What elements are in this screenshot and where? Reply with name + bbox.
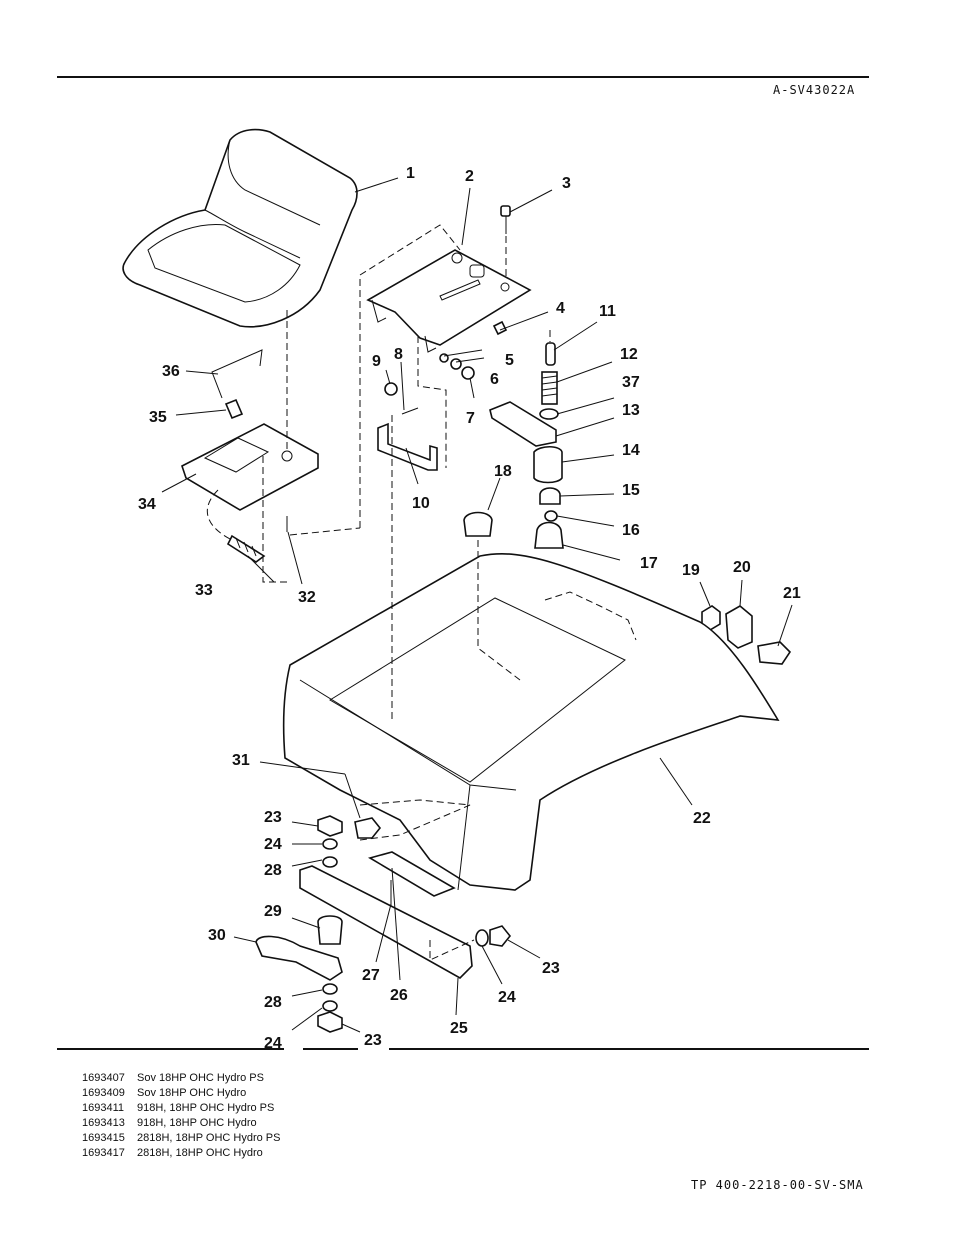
callout-5: 5	[505, 352, 514, 369]
model-row: 1693411 918H, 18HP OHC Hydro PS	[82, 1101, 280, 1116]
model-part-number: 1693413	[82, 1117, 125, 1129]
callout-33: 33	[195, 582, 213, 599]
document-code: TP 400-2218-00-SV-SMA	[691, 1178, 864, 1192]
callout-4: 4	[556, 300, 565, 317]
model-description: 2818H, 18HP OHC Hydro PS	[137, 1132, 281, 1144]
callout-6: 6	[490, 371, 499, 388]
callout-12: 12	[620, 346, 638, 363]
callout-23-b: 23	[542, 960, 560, 977]
callout-11: 11	[599, 303, 616, 320]
bracket-part	[377, 422, 438, 471]
figure-code: A-SV43022A	[773, 83, 856, 97]
callout-24-c: 24	[264, 1035, 282, 1052]
callout-35: 35	[149, 409, 167, 426]
callout-21: 21	[783, 585, 801, 602]
fender-part	[282, 553, 780, 891]
callout-28-b: 28	[264, 994, 282, 1011]
callout-22: 22	[693, 810, 711, 827]
bolt-part	[500, 205, 511, 234]
model-description: 2818H, 18HP OHC Hydro	[137, 1147, 263, 1159]
callout-26: 26	[390, 987, 408, 1004]
callout-7: 7	[466, 410, 475, 427]
callout-16: 16	[622, 522, 640, 539]
suspension-assembly-parts	[181, 349, 319, 563]
model-description: Sov 18HP OHC Hydro	[137, 1087, 247, 1099]
model-description: 918H, 18HP OHC Hydro	[137, 1117, 257, 1129]
callout-36: 36	[162, 363, 180, 380]
callout-34: 34	[138, 496, 156, 513]
bumper-part	[463, 511, 493, 537]
callout-23-c: 23	[364, 1032, 382, 1049]
callout-28-a: 28	[264, 862, 282, 879]
callout-30: 30	[208, 927, 226, 944]
callout-8: 8	[394, 346, 403, 363]
model-list: 1693407 Sov 18HP OHC Hydro PS 1693409 Sov …	[82, 1071, 280, 1161]
model-description: Sov 18HP OHC Hydro PS	[137, 1072, 264, 1084]
model-part-number: 1693407	[82, 1072, 125, 1084]
callout-2: 2	[465, 168, 474, 185]
model-row: 1693417 2818H, 18HP OHC Hydro	[82, 1146, 280, 1161]
callout-18: 18	[494, 463, 512, 480]
top-rule	[57, 76, 869, 78]
callout-9: 9	[372, 353, 381, 370]
seat-plate-part	[366, 249, 532, 353]
leader-lines	[161, 177, 793, 1033]
callout-25: 25	[450, 1020, 468, 1037]
callout-23-a: 23	[264, 809, 282, 826]
callout-14: 14	[622, 442, 640, 459]
callout-13: 13	[622, 402, 640, 419]
model-row: 1693409 Sov 18HP OHC Hydro	[82, 1086, 280, 1101]
callout-20: 20	[733, 559, 751, 576]
callout-19: 19	[682, 562, 700, 579]
spring-stack-parts	[489, 342, 564, 549]
callout-1: 1	[406, 165, 415, 182]
model-row: 1693407 Sov 18HP OHC Hydro PS	[82, 1071, 280, 1086]
seat-part	[122, 128, 358, 328]
callout-27: 27	[362, 967, 380, 984]
callout-31: 31	[232, 752, 250, 769]
callout-labels: 1 2 3 4 11 12 8 9 5 6 37 36 35 7 13 14 1…	[138, 165, 801, 1052]
callout-10: 10	[412, 495, 430, 512]
callout-17: 17	[640, 555, 658, 572]
assembly-lines	[262, 224, 551, 961]
model-part-number: 1693415	[82, 1132, 125, 1144]
model-row: 1693415 2818H, 18HP OHC Hydro PS	[82, 1131, 280, 1146]
callout-3: 3	[562, 175, 571, 192]
model-part-number: 1693417	[82, 1147, 125, 1159]
model-part-number: 1693411	[82, 1102, 125, 1114]
callout-24-a: 24	[264, 836, 282, 853]
model-part-number: 1693409	[82, 1087, 125, 1099]
callout-32: 32	[298, 589, 316, 606]
model-row: 1693413 918H, 18HP OHC Hydro	[82, 1116, 280, 1131]
model-description: 918H, 18HP OHC Hydro PS	[137, 1102, 275, 1114]
callout-15: 15	[622, 482, 640, 499]
callout-29: 29	[264, 903, 282, 920]
callout-37: 37	[622, 374, 640, 391]
callout-24-b: 24	[498, 989, 516, 1006]
